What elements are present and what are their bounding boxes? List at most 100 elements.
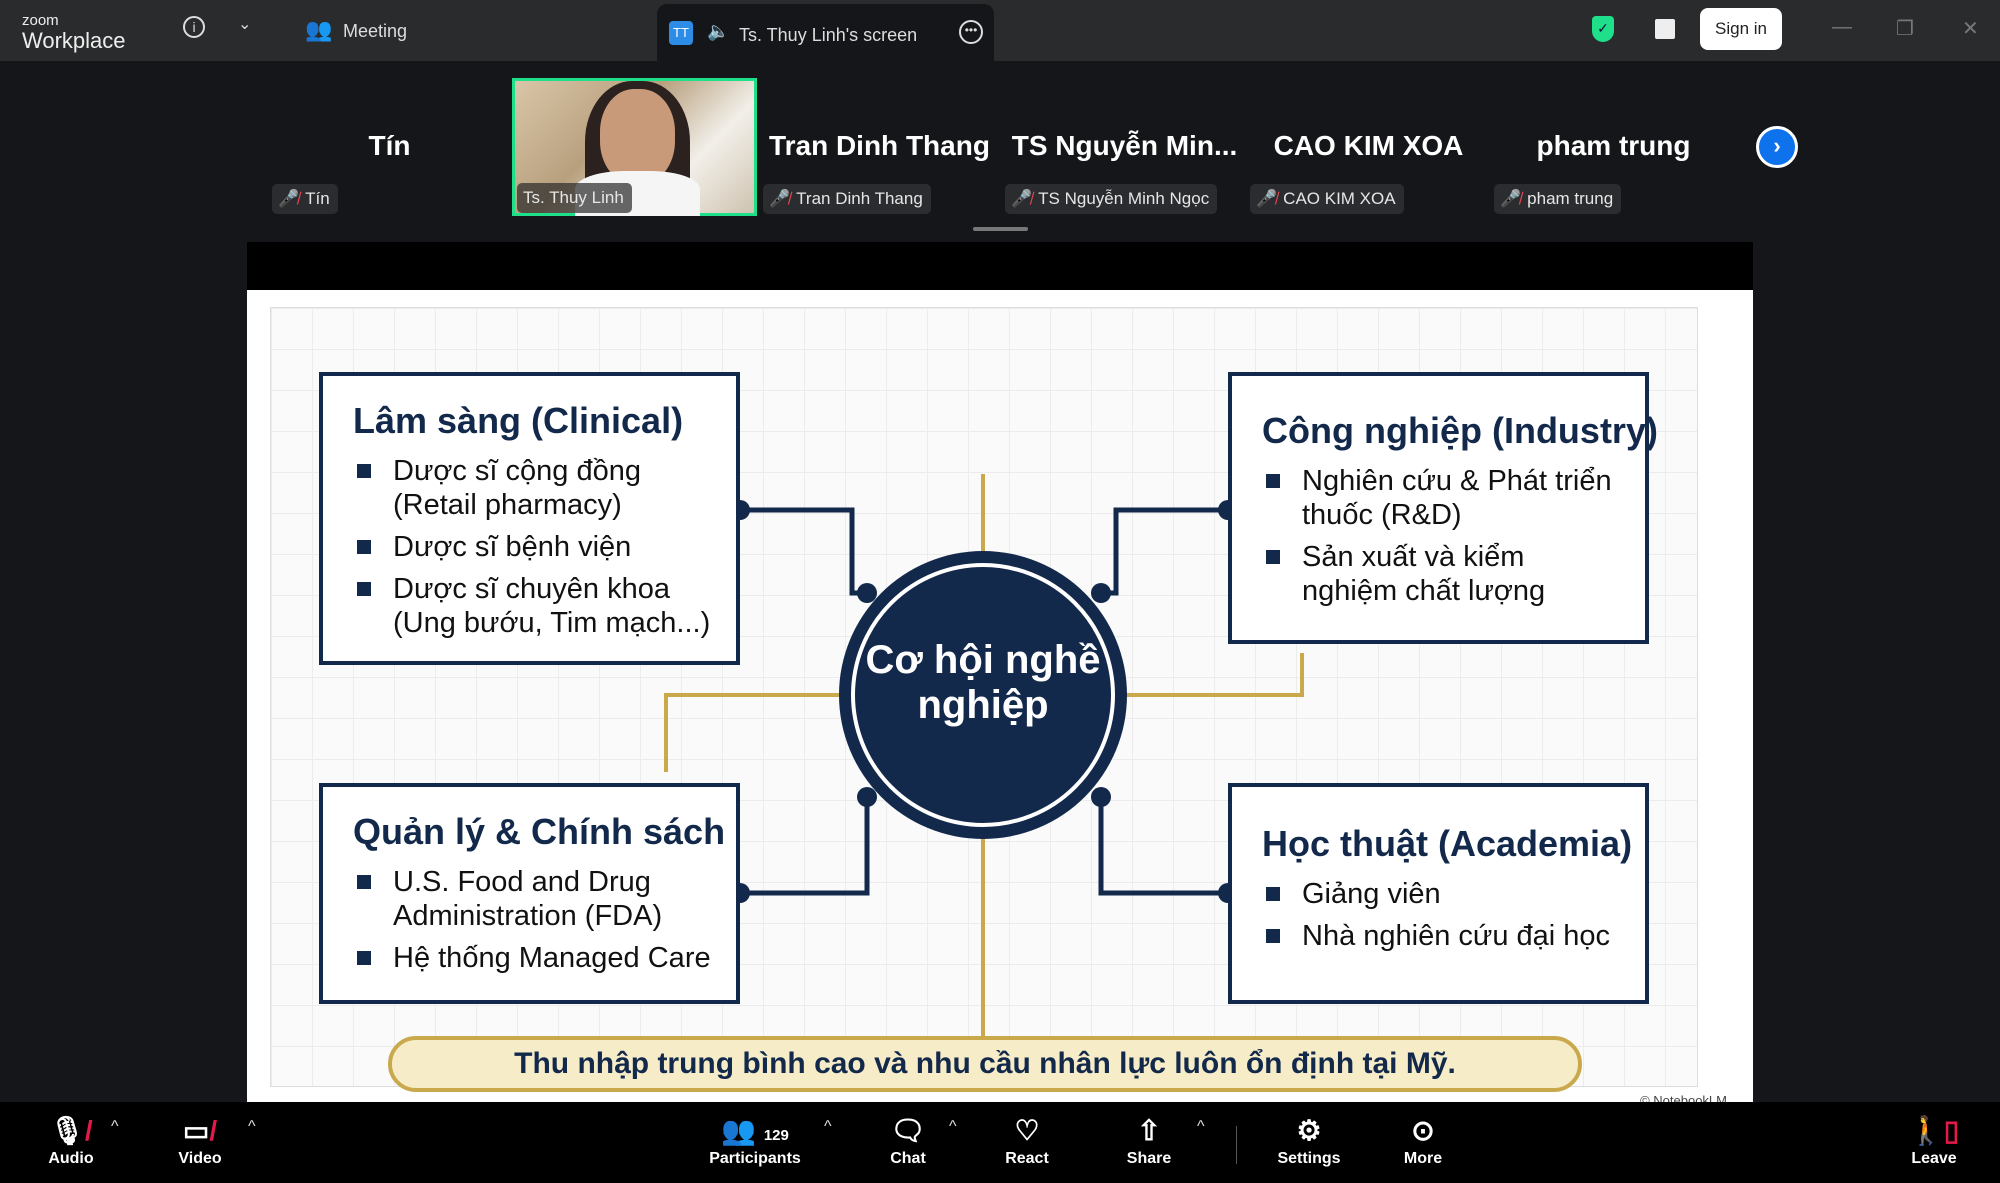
participant-name: TS Nguyễn Min...: [1011, 130, 1238, 161]
leave-button[interactable]: 🚶▯ Leave: [1879, 1112, 1989, 1168]
video-label: Video: [178, 1150, 222, 1167]
sharer-avatar: TT: [669, 21, 693, 45]
bullet-item: Nhà nghiên cứu đại học: [1262, 919, 1625, 953]
react-button[interactable]: ♡ React: [972, 1112, 1082, 1168]
zoom-logo-small: zoom: [22, 12, 59, 29]
chevron-down-icon[interactable]: ⌄: [238, 16, 252, 33]
toolbar-divider: [1236, 1126, 1237, 1164]
participant-chip: 🎤̸ pham trung: [1494, 184, 1622, 214]
zoom-logo-workplace: Workplace: [22, 28, 126, 53]
title-bar: zoom Workplace i ⌄ 👥 Meeting TT 🔈 Ts. Th…: [0, 0, 2000, 61]
more-button[interactable]: ⊙ More: [1368, 1112, 1478, 1168]
center-title: Cơ hội nghề nghiệp: [865, 638, 1101, 727]
industry-box: Công nghiệp (Industry) Nghiên cứu & Phát…: [1228, 372, 1658, 644]
more-options-icon[interactable]: •••: [959, 20, 983, 44]
video-person-face: [600, 89, 675, 184]
settings-label: Settings: [1277, 1150, 1341, 1167]
share-tab-title: Ts. Thuy Linh's screen: [739, 25, 918, 45]
mic-muted-icon: 🎤̸: [278, 189, 300, 208]
participant-name: CAO KIM XOA: [1273, 130, 1464, 161]
bullet-item: U.S. Food and Drug Administration (FDA): [353, 865, 716, 933]
video-options-caret[interactable]: ^: [248, 1118, 256, 1135]
box-title: Công nghiệp (Industry): [1262, 410, 1658, 451]
settings-button[interactable]: ⚙ Settings: [1254, 1112, 1364, 1168]
video-tile-active-speaker[interactable]: Ts. Thuy Linh: [512, 78, 757, 216]
minimize-icon[interactable]: —: [1832, 16, 1852, 38]
chip-label: CAO KIM XOA: [1283, 189, 1396, 208]
share-options-caret[interactable]: ^: [1197, 1118, 1205, 1135]
participants-icon: 👥 129: [721, 1115, 789, 1146]
sign-in-button[interactable]: Sign in: [1700, 8, 1782, 50]
participants-options-caret[interactable]: ^: [824, 1118, 832, 1135]
shared-screen: Cơ hội nghề nghiệp Lâm sàng (Clinical) D…: [247, 242, 1753, 1102]
leave-icon: 🚶▯: [1908, 1115, 1960, 1146]
more-label: More: [1403, 1150, 1443, 1167]
participants-label: Participants: [709, 1150, 801, 1167]
video-off-icon: ▭/: [182, 1115, 218, 1146]
mic-muted-icon: 🎤̸: [1256, 189, 1278, 208]
strip-scroll-indicator[interactable]: [973, 227, 1028, 231]
box-title: Lâm sàng (Clinical): [353, 400, 684, 441]
share-screen-tab[interactable]: TT 🔈 Ts. Thuy Linh's screen •••: [657, 4, 994, 61]
restore-icon[interactable]: ❐: [1896, 18, 1914, 40]
chip-label: TS Nguyễn Minh Ngọc: [1038, 189, 1210, 208]
watermark: © NotebookLM: [1640, 1093, 1727, 1102]
chip-label: Tín: [305, 189, 330, 208]
share-label: Share: [1126, 1150, 1172, 1167]
more-icon: ⊙: [1411, 1115, 1435, 1146]
participants-count: 129: [763, 1127, 789, 1144]
chat-button[interactable]: 🗨 Chat: [853, 1112, 963, 1168]
mic-muted-icon: 🎤̸: [1011, 189, 1033, 208]
share-button[interactable]: ⇧ Share: [1094, 1112, 1204, 1168]
box-title: Quản lý & Chính sách: [353, 811, 726, 852]
leave-label: Leave: [1911, 1150, 1957, 1167]
bullet-item: Dược sĩ cộng đồng (Retail pharmacy): [353, 454, 716, 522]
chip-label: Tran Dinh Thang: [796, 189, 923, 208]
meeting-tab[interactable]: Meeting: [343, 21, 408, 41]
bullet-item: Dược sĩ chuyên khoa (Ung bướu, Tim mạch.…: [353, 572, 716, 640]
heart-icon: ♡: [1014, 1115, 1040, 1146]
participant-name: Tín: [368, 130, 411, 161]
footer-banner: Thu nhập trung bình cao và nhu cầu nhân …: [388, 1036, 1582, 1092]
bullet-item: Sản xuất và kiểm nghiệm chất lượng: [1262, 540, 1625, 608]
chat-icon: 🗨: [890, 1115, 926, 1146]
meeting-people-icon: 👥: [305, 17, 333, 42]
speaker-icon: 🔈: [707, 21, 730, 41]
bullet-item: Hệ thống Managed Care: [353, 941, 716, 975]
info-icon[interactable]: i: [183, 16, 205, 38]
participant-chip: 🎤̸ TS Nguyễn Minh Ngọc: [1005, 184, 1218, 214]
participant-name: Tran Dinh Thang: [769, 130, 990, 161]
participant-chip: 🎤̸ Tín: [272, 184, 338, 214]
chat-label: Chat: [890, 1150, 926, 1167]
audio-label: Audio: [48, 1150, 94, 1167]
gear-icon: ⚙: [1296, 1115, 1322, 1146]
center-circle: [839, 551, 1127, 839]
bullet-item: Dược sĩ bệnh viện: [353, 530, 716, 564]
audio-button[interactable]: 🎙/ Audio: [16, 1112, 126, 1168]
mic-muted-icon: 🎤̸: [769, 189, 791, 208]
policy-box: Quản lý & Chính sách U.S. Food and Drug …: [319, 783, 740, 1004]
box-title: Học thuật (Academia): [1262, 823, 1633, 864]
audio-options-caret[interactable]: ^: [111, 1118, 119, 1135]
mic-muted-icon: 🎙/: [49, 1115, 93, 1146]
security-shield-icon[interactable]: ✓: [1592, 16, 1614, 42]
mic-muted-icon: 🎤̸: [1500, 189, 1522, 208]
react-label: React: [1005, 1150, 1049, 1167]
chat-options-caret[interactable]: ^: [949, 1118, 957, 1135]
share-screen-icon: ⇧: [1137, 1115, 1161, 1146]
chip-label: pham trung: [1527, 189, 1614, 208]
connector-lines: [664, 474, 1304, 1036]
participant-chip: Ts. Thuy Linh: [517, 183, 632, 213]
clinical-box: Lâm sàng (Clinical) Dược sĩ cộng đồng (R…: [319, 372, 740, 665]
slide: Cơ hội nghề nghiệp Lâm sàng (Clinical) D…: [247, 290, 1753, 1102]
participant-chip: 🎤̸ Tran Dinh Thang: [763, 184, 931, 214]
next-page-button[interactable]: ›: [1756, 126, 1798, 168]
apps-icon[interactable]: [1655, 19, 1675, 39]
participant-name: pham trung: [1536, 130, 1691, 161]
video-button[interactable]: ▭/ Video: [145, 1112, 255, 1168]
close-icon[interactable]: ✕: [1962, 18, 1979, 40]
bullet-item: Giảng viên: [1262, 877, 1625, 911]
